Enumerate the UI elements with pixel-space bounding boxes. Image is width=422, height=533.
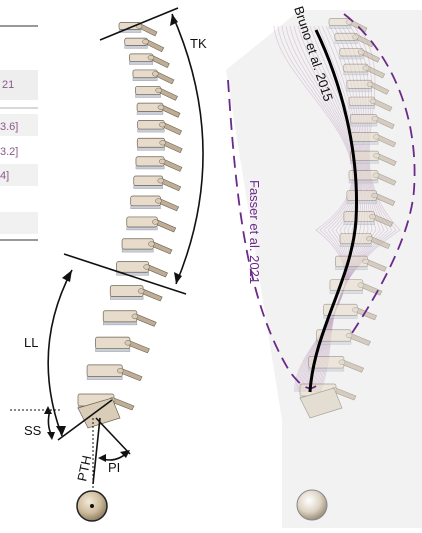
vertebra [136,157,182,172]
fasser-reference-label: Fasser et al. 2021 [247,180,262,284]
vertebra [103,311,156,327]
vertebra [122,239,172,254]
ss-label: SS [24,423,42,438]
vertebra [95,337,149,353]
pi-label: PI [108,460,120,475]
vertebra [133,70,174,84]
table-fragment: 21 3.6] 3.2] 4] [0,26,38,240]
vertebra [138,120,182,134]
table-row-2: 3.2] [0,146,18,158]
table-header-value: 21 [2,79,14,91]
vertebra [131,196,179,211]
left-hip-sphere [77,491,107,521]
vertebra [137,138,182,152]
table-row-3: 4] [0,170,9,182]
vertebra [129,54,169,68]
vertebra [87,365,142,381]
tk-label: TK [190,36,207,51]
vertebra [134,176,181,191]
table-row-1: 3.6] [0,121,18,133]
ll-arc [48,270,72,436]
right-hip-sphere [297,490,327,520]
vertebra [137,103,180,117]
vertebra [117,262,168,277]
pth-line [93,418,100,484]
right-panel: Bruno et al. 2015 Fasser et al. 2021 [226,4,422,528]
vertebra [110,286,162,301]
vertebra [127,217,176,232]
left-spine-model [78,23,182,429]
vertebra [136,86,178,100]
pth-label: PTH [74,454,94,483]
ll-label: LL [24,335,38,350]
vertebra [125,38,164,52]
tk-upper-line [100,8,178,40]
pi-line [96,418,130,454]
